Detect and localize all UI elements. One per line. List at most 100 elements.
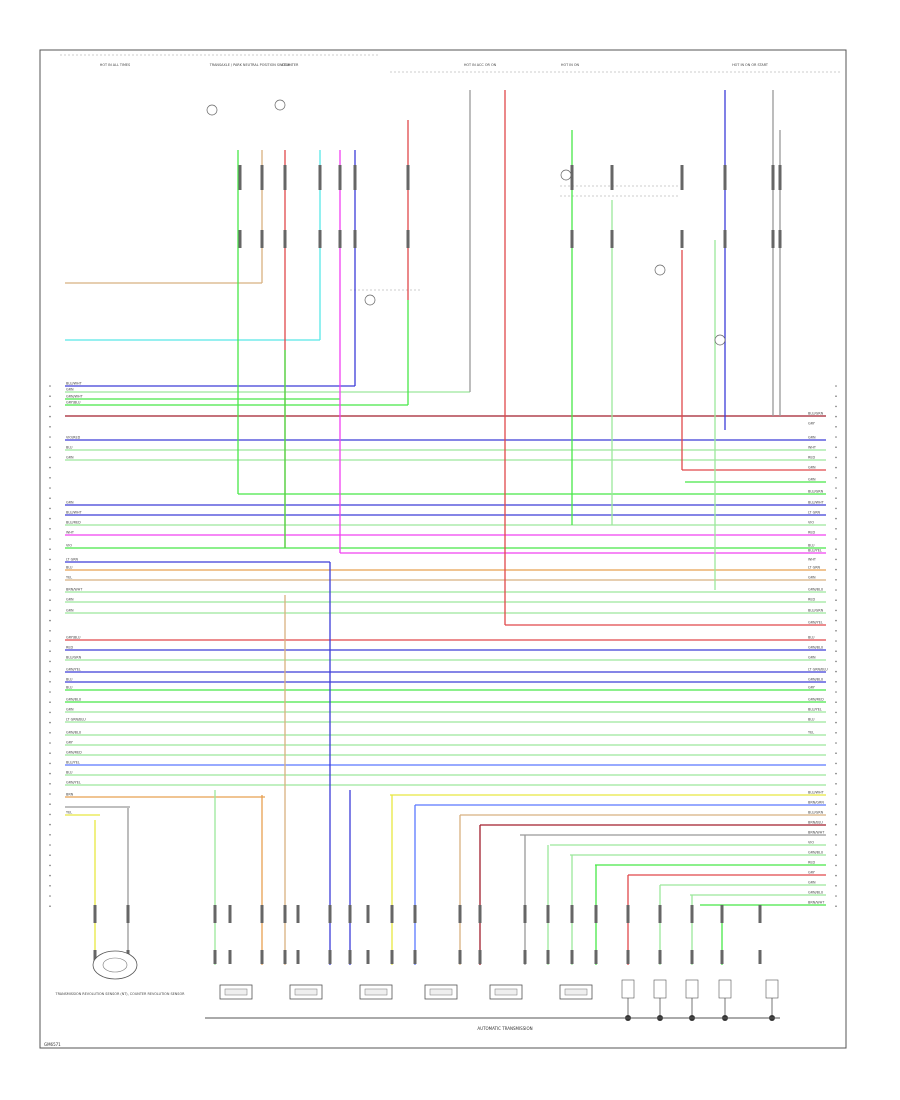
connector-pin <box>338 230 342 248</box>
wire-color-label-left: YEL <box>66 576 72 580</box>
pin-marker-right <box>835 385 837 387</box>
pin-marker-right <box>835 721 837 724</box>
connector-pin <box>570 165 574 190</box>
wire-color-label-left: BLU <box>66 566 73 570</box>
connector-pin <box>390 905 394 923</box>
pin-marker-right <box>835 589 837 591</box>
connector-pin <box>366 950 370 964</box>
connector-pin <box>778 165 782 190</box>
connector-pin <box>348 950 352 964</box>
connector-pin <box>658 905 662 923</box>
pin-marker-right <box>835 834 837 836</box>
wire-color-label-left: BLU/YEL <box>66 761 80 765</box>
connector-pin <box>283 230 287 248</box>
wire-color-label-left: GRN <box>66 388 74 392</box>
wire-color-label-right: BRN/BLU <box>808 821 823 825</box>
wire-color-label-right: VIO <box>808 521 814 525</box>
wire-color-label-right: GRN/BLU <box>808 851 824 855</box>
pin-marker-right <box>835 660 837 663</box>
vertical-wires <box>94 90 781 965</box>
pin-marker-right <box>835 568 837 571</box>
pin-marker-left <box>49 619 51 622</box>
pin-marker-left <box>49 436 51 438</box>
pin-marker-right <box>835 395 837 398</box>
pressure-switch <box>653 979 667 999</box>
wire-color-label-left: BLU <box>66 686 73 690</box>
wire-color-label-right: GRN/RED <box>808 698 824 702</box>
connector-pin <box>228 950 232 964</box>
connector-pin <box>353 230 357 248</box>
connector-caption: HOT IN ON <box>561 63 580 67</box>
connector-pin <box>458 950 462 964</box>
wire-color-label-right: LT GRN/BLU <box>808 668 828 672</box>
connector-pin <box>228 905 232 923</box>
connector-pin <box>594 950 598 964</box>
connector-pin <box>283 950 287 964</box>
switch-symbol <box>560 169 572 181</box>
pin-marker-left <box>49 834 51 836</box>
connector-pin <box>594 905 598 923</box>
connector-pin <box>570 950 574 964</box>
connector-pin <box>318 165 322 190</box>
wire-color-label-left: GRN/RED <box>66 751 82 755</box>
switch-symbol <box>654 264 666 276</box>
pin-marker-left <box>49 885 51 887</box>
wire-color-label-right: BLU/GRN <box>808 811 824 815</box>
wire-color-label-left: LT GRN/BLU <box>66 718 86 722</box>
pin-marker-right <box>835 538 837 540</box>
horizontal-wires <box>65 282 826 906</box>
pin-marker-left <box>49 579 51 581</box>
pin-marker-left <box>49 721 51 724</box>
connector-pin <box>610 230 614 248</box>
pin-marker-right <box>835 701 837 703</box>
connector-pin <box>213 905 217 923</box>
pin-marker-left <box>49 395 51 398</box>
wire-color-label-left: BRN <box>66 793 74 797</box>
connector-pin <box>283 165 287 190</box>
wire-color-label-left: GRY <box>66 741 74 745</box>
wire-color-label-right: YEL <box>808 731 814 735</box>
connector-pin <box>238 165 242 190</box>
wire-color-label-right: GRN/YEL <box>808 621 823 625</box>
wire-color-label-right: WHT <box>808 558 817 562</box>
connector-pin <box>213 950 217 964</box>
wire-color-label-left: RED <box>66 646 73 650</box>
connector-pin <box>348 905 352 923</box>
pressure-switch <box>765 979 779 999</box>
wire-color-label-left: BLU/WHT <box>66 511 83 515</box>
connector-pin <box>626 950 630 964</box>
pin-marker-right <box>835 813 837 816</box>
pin-marker-right <box>835 426 837 428</box>
wire-color-label-left: BRN/WHT <box>66 588 83 592</box>
switch-symbol <box>206 104 218 116</box>
pin-marker-right <box>835 793 837 795</box>
wire-color-label-right: BLU/YEL <box>808 708 822 712</box>
pin-marker-left <box>49 456 51 459</box>
connector-pin <box>366 905 370 923</box>
pin-marker-right <box>835 558 837 561</box>
pin-marker-left <box>49 426 51 428</box>
connector-pin <box>570 230 574 248</box>
wire-color-label-left: BLU/RED <box>66 521 81 525</box>
connector-pin <box>478 905 482 923</box>
wire-color-label-right: BLU <box>808 718 815 722</box>
pin-marker-right <box>835 783 837 785</box>
connector-pin <box>723 165 727 190</box>
wire-color-label-left: GRY/BLU <box>66 401 81 405</box>
wire-color-label-right: GRN <box>808 656 816 660</box>
connector-pin <box>93 905 97 923</box>
wire-color-label-right: GRY <box>808 871 816 875</box>
connector-pin <box>406 230 410 248</box>
revolution-sensor-core <box>102 957 128 973</box>
connector-pin <box>626 905 630 923</box>
connector-pin <box>406 165 410 190</box>
wire-color-label-left: LT GRN <box>66 558 79 562</box>
connector-pin <box>328 905 332 923</box>
solenoid-coil <box>564 988 588 996</box>
pin-marker-right <box>835 874 837 877</box>
pin-marker-left <box>49 752 51 754</box>
connector-pin <box>478 950 482 964</box>
wire-color-label-right: GRN <box>808 478 816 482</box>
connector-pin <box>260 950 264 964</box>
